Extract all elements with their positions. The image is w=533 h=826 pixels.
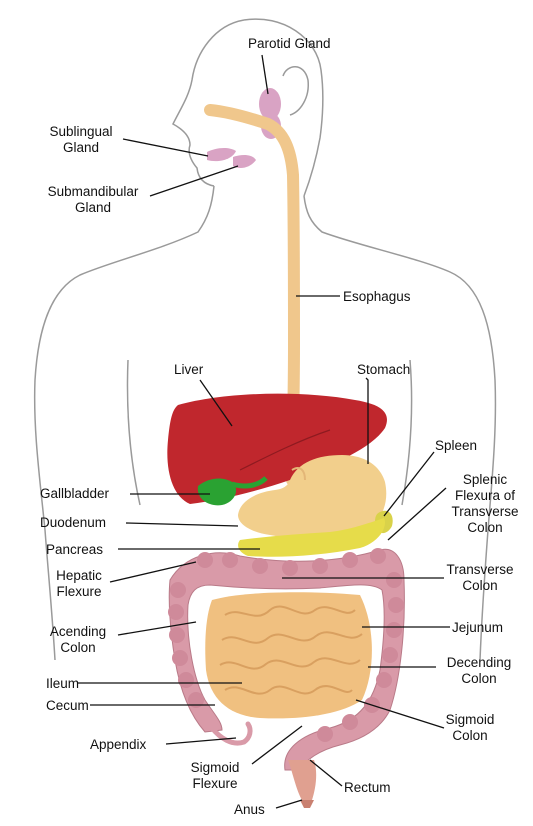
label-descending-colon: Decending Colon: [436, 655, 522, 687]
label-liver: Liver: [174, 362, 203, 378]
label-sigmoid-colon: Sigmoid Colon: [438, 712, 502, 744]
label-parotid-gland: Parotid Gland: [248, 36, 331, 52]
anus: [300, 800, 314, 808]
label-pancreas: Pancreas: [46, 542, 103, 558]
label-spleen: Spleen: [435, 438, 477, 454]
label-appendix: Appendix: [90, 737, 146, 753]
label-sublingual-gland: Sublingual Gland: [36, 124, 126, 156]
label-cecum: Cecum: [46, 698, 89, 714]
label-duodenum: Duodenum: [40, 515, 106, 531]
label-hepatic-flexure: Hepatic Flexure: [46, 568, 112, 600]
label-rectum: Rectum: [344, 780, 391, 796]
label-sigmoid-flexure: Sigmoid Flexure: [178, 760, 252, 792]
label-ileum: Ileum: [46, 676, 79, 692]
label-jejunum: Jejunum: [452, 620, 503, 636]
label-esophagus: Esophagus: [343, 289, 411, 305]
sublingual-gland: [207, 148, 236, 161]
label-submandibular-gland: Submandibular Gland: [32, 184, 154, 216]
label-splenic-flexura: Splenic Flexura of Transverse Colon: [444, 472, 526, 536]
label-transverse-colon: Transverse Colon: [442, 562, 518, 594]
label-stomach: Stomach: [357, 362, 410, 378]
label-gallbladder: Gallbladder: [40, 486, 109, 502]
rectum: [288, 760, 316, 800]
small-intestine: [205, 592, 372, 718]
label-anus: Anus: [234, 802, 265, 818]
label-ascending-colon: Acending Colon: [40, 624, 116, 656]
